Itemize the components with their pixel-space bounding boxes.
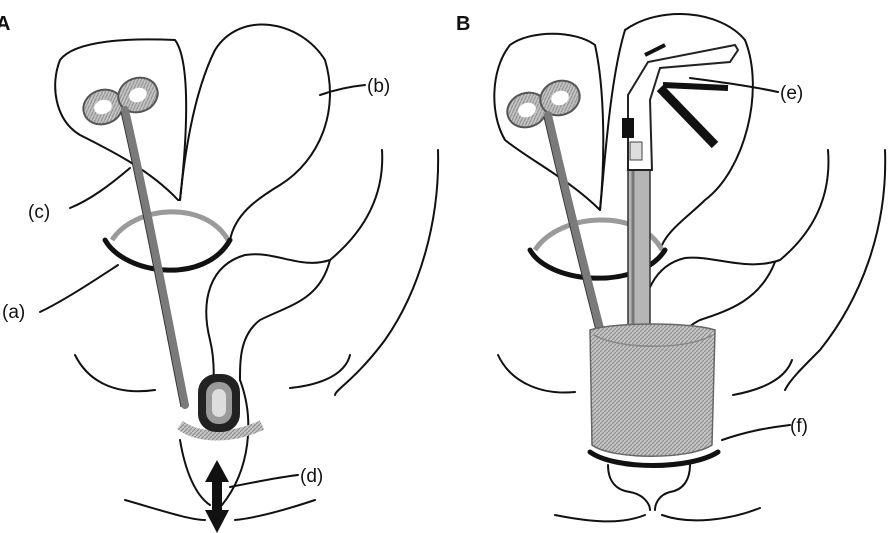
vaginal-canal-b [608, 465, 690, 510]
perineum-line-b [555, 508, 760, 521]
pelvic-curve-left-b [498, 355, 575, 393]
leader-c [70, 168, 130, 208]
leader-d [230, 475, 298, 487]
panel-b-letter: B [456, 13, 470, 35]
cervix-ring-front [105, 240, 230, 270]
pelvic-curve-right-b [733, 360, 792, 395]
forceps-instrument [78, 72, 185, 407]
bowel-outline-inner [206, 150, 382, 410]
bowel-outline-inner-b [644, 150, 828, 330]
label-e: (e) [780, 83, 803, 104]
label-d: (d) [300, 466, 323, 487]
cervix-ring-back [112, 212, 228, 240]
label-a: (a) [2, 302, 25, 323]
pelvic-curve-left [75, 355, 155, 391]
panel-a-letter: A [0, 13, 10, 35]
leader-b [320, 85, 365, 95]
double-arrow [205, 460, 229, 533]
panel-b: B [456, 13, 885, 521]
forceps-instrument-b [502, 75, 603, 342]
panel-a: A [0, 13, 438, 533]
pelvic-curve-right [290, 355, 350, 388]
stapler-device [622, 45, 738, 343]
port-sleeve [590, 324, 718, 466]
leader-f [722, 425, 790, 440]
bowel-outline-outer-b [785, 150, 885, 390]
label-f: (f) [790, 416, 808, 437]
label-c: (c) [28, 202, 50, 223]
uterus-right-lobe [180, 25, 330, 240]
label-b: (b) [367, 76, 390, 97]
leader-a [40, 265, 118, 312]
rectum-outline [240, 260, 330, 380]
bowel-outline-outer [335, 150, 438, 395]
anal-marker [198, 374, 240, 432]
